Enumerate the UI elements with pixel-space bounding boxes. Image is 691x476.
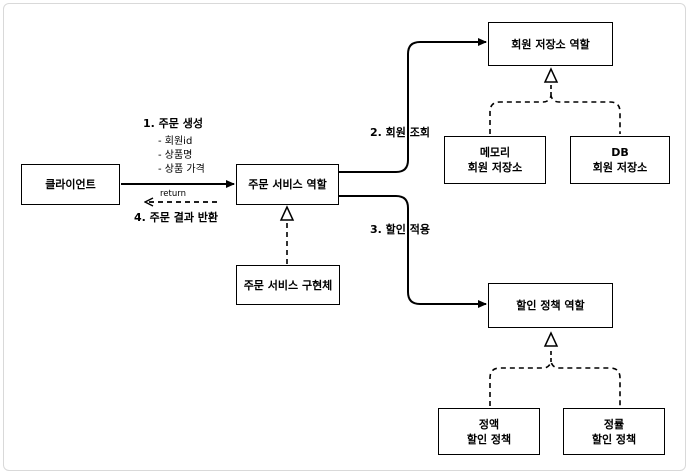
param-member-id: - 회원id <box>158 136 193 147</box>
fixed-discount-line1: 정액 <box>478 417 500 431</box>
step3-label: 3. 할인 적용 <box>370 223 430 236</box>
fixed-discount-box: 정액 할인 정책 <box>438 408 540 455</box>
return-label: return <box>160 189 186 199</box>
param-item-price: - 상품 가격 <box>158 164 205 175</box>
memory-repo-line2: 회원 저장소 <box>467 161 523 174</box>
member-repo-role-label: 회원 저장소 역할 <box>511 37 590 51</box>
diagram-frame <box>3 3 686 471</box>
realization-member-repo <box>489 93 621 134</box>
step2-label: 2. 회원 조회 <box>370 126 430 139</box>
arrow-apply-discount <box>338 195 487 308</box>
discount-policy-role-label: 할인 정책 역할 <box>516 299 585 312</box>
order-service-role-label: 주문 서비스 역할 <box>248 178 327 191</box>
rate-discount-line2: 할인 정책 <box>591 432 637 446</box>
fixed-discount-line2: 할인 정책 <box>466 432 512 446</box>
step4-label: 4. 주문 결과 반환 <box>134 211 219 224</box>
memory-repo-box: 메모리 회원 저장소 <box>444 136 546 184</box>
order-service-impl-box: 주문 서비스 구현체 <box>236 265 340 305</box>
rate-discount-box: 정률 할인 정책 <box>563 408 665 455</box>
client-box: 클라이언트 <box>21 164 120 205</box>
db-repo-line1: DB <box>611 146 629 159</box>
step1-label: 1. 주문 생성 <box>143 117 203 130</box>
order-service-role-box: 주문 서비스 역할 <box>236 164 339 205</box>
db-repo-line2: 회원 저장소 <box>592 161 648 174</box>
client-label: 클라이언트 <box>45 178 96 191</box>
realization-discount-policy <box>489 359 621 406</box>
triangle-member-repo <box>543 67 559 83</box>
order-service-impl-label: 주문 서비스 구현체 <box>243 278 333 292</box>
db-repo-box: DB 회원 저장소 <box>570 136 670 184</box>
triangle-order-service <box>279 205 295 221</box>
triangle-discount-policy <box>543 331 559 347</box>
member-repo-role-box: 회원 저장소 역할 <box>488 22 613 66</box>
param-item-name: - 상품명 <box>158 150 193 161</box>
memory-repo-line1: 메모리 <box>479 146 511 159</box>
rate-discount-line1: 정률 <box>603 417 625 431</box>
discount-policy-role-box: 할인 정책 역할 <box>488 283 613 328</box>
arrow-member-lookup <box>338 38 487 173</box>
